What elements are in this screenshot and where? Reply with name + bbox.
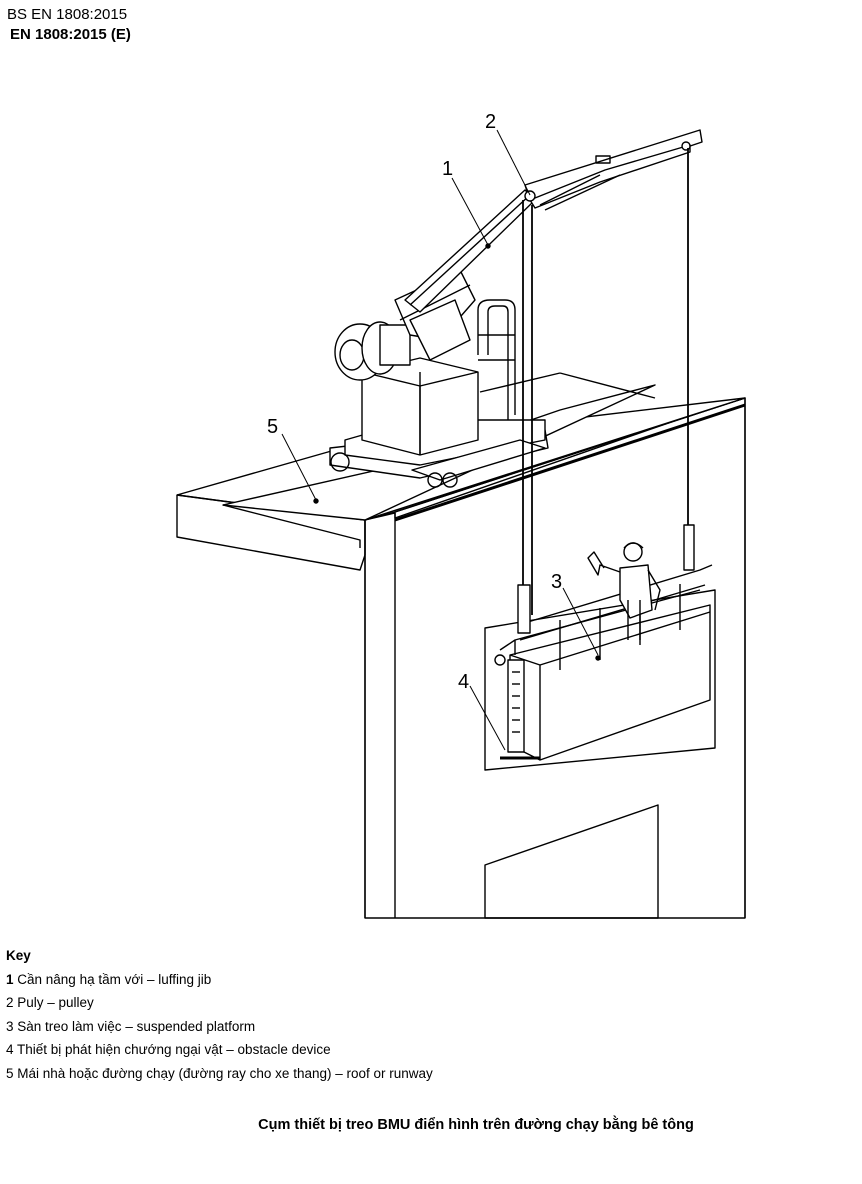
key-item-number: 1 <box>6 971 14 987</box>
key-item-number: 5 <box>6 1065 14 1081</box>
callout-5: 5 <box>267 416 278 438</box>
standard-code-edition: EN 1808:2015 (E) <box>10 26 131 43</box>
key-item-number: 2 <box>6 995 14 1011</box>
key-item-text: Puly – pulley <box>13 995 94 1011</box>
worker <box>587 542 661 640</box>
drum <box>334 321 411 381</box>
leader-lines <box>281 129 599 751</box>
key-item: 5 Mái nhà hoặc đường chạy (đường ray cho… <box>6 1062 433 1086</box>
callout-4: 4 <box>458 671 469 693</box>
winch-box <box>361 357 479 456</box>
key-section: Key 1 Cần nâng hạ tầm với – luffing jib … <box>6 944 433 1086</box>
key-item: 1 Cần nâng hạ tầm với – luffing jib <box>6 968 433 992</box>
key-item-text: Cần nâng hạ tầm với – luffing jib <box>13 971 212 987</box>
jib-mount <box>394 269 476 361</box>
key-item-number: 3 <box>6 1018 14 1034</box>
key-item: 3 Sàn treo làm việc – suspended platform <box>6 1015 433 1039</box>
suspended-platform <box>494 524 713 761</box>
luffing-jib <box>404 129 703 313</box>
key-title: Key <box>6 948 31 963</box>
callout-3: 3 <box>551 571 562 593</box>
key-item-text: Sàn treo làm việc – suspended platform <box>13 1018 256 1034</box>
standard-code: BS EN 1808:2015 <box>7 6 128 23</box>
trolley-rail <box>477 299 516 420</box>
key-item-number: 4 <box>6 1042 14 1058</box>
key-item-text: Thiết bị phát hiện chướng ngại vật – obs… <box>13 1042 331 1058</box>
key-item: 4 Thiết bị phát hiện chướng ngại vật – o… <box>6 1038 433 1062</box>
callout-1: 1 <box>442 158 453 180</box>
key-item: 2 Puly – pulley <box>6 991 433 1015</box>
suspension-wires <box>522 148 689 615</box>
bmu-drawing: 1 2 3 4 5 <box>176 111 746 919</box>
key-item-text: Mái nhà hoặc đường chạy (đường ray cho x… <box>13 1065 433 1081</box>
figure-caption: Cụm thiết bị treo BMU điển hình trên đườ… <box>258 1117 694 1133</box>
callout-2: 2 <box>485 111 496 133</box>
